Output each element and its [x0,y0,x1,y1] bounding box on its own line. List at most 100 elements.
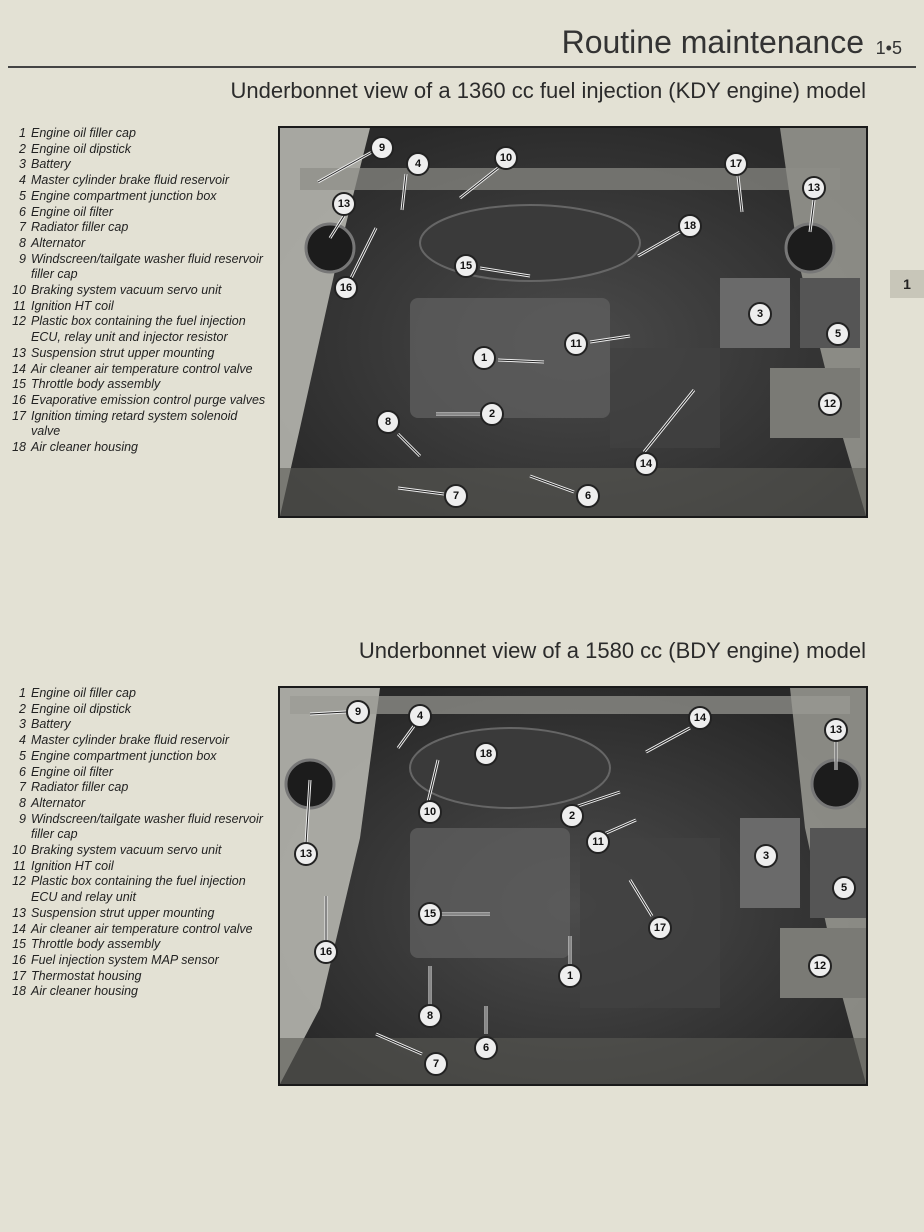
legend-item-number: 17 [12,408,26,423]
svg-text:5: 5 [835,328,841,340]
legend-item-text: Master cylinder brake fluid reservoir [31,173,229,188]
legend-item-number: 15 [12,377,26,392]
callout-marker: 8 [418,1004,442,1028]
svg-text:17: 17 [654,922,666,934]
svg-text:7: 7 [433,1058,439,1070]
legend-item-text: Braking system vacuum servo unit [31,283,222,298]
legend-item-number: 3 [19,157,26,172]
svg-text:9: 9 [379,142,385,154]
legend-item: 1 Engine oil filler cap [4,126,266,142]
legend-item-text: Engine oil filter [31,764,113,779]
legend-item: 3 Battery [4,157,266,173]
callout-marker: 9 [346,700,370,724]
legend-item-number: 11 [13,858,26,873]
callout-marker: 13 [332,192,356,216]
legend-item-number: 5 [19,748,26,763]
callout-marker: 12 [818,392,842,416]
callout-marker: 6 [474,1036,498,1060]
callout-marker: 2 [560,804,584,828]
legend-item-text: Throttle body assembly [31,377,161,392]
legend-item-number: 18 [12,984,26,999]
section-title-bdy: Underbonnet view of a 1580 cc (BDY engin… [358,638,866,663]
legend-item-text: Engine oil filler cap [31,686,136,700]
legend-item-number: 12 [12,314,26,329]
legend-item-number: 1 [19,126,26,140]
legend-item-number: 3 [19,717,26,732]
callout-marker: 7 [444,484,468,508]
svg-text:8: 8 [427,1010,433,1022]
legend-item-number: 1 [19,686,26,700]
legend-item-text: Engine oil filler cap [31,126,136,140]
svg-text:3: 3 [763,850,769,862]
legend-item-number: 13 [12,345,26,360]
legend-item: 15 Throttle body assembly [4,377,266,393]
callout-marker: 13 [824,718,848,742]
svg-text:14: 14 [640,458,653,470]
legend-item-number: 14 [12,921,26,936]
legend-item-number: 9 [19,811,26,826]
legend-item-number: 14 [12,361,26,376]
svg-text:10: 10 [500,152,512,164]
legend-item: 1 Engine oil filler cap [4,686,266,702]
svg-text:18: 18 [480,748,492,760]
legend-item-text: Suspension strut upper mounting [31,905,215,920]
svg-text:5: 5 [841,882,847,894]
callout-marker: 7 [424,1052,448,1076]
legend-item-number: 10 [12,843,26,858]
callout-marker: 16 [334,276,358,300]
svg-text:13: 13 [830,724,842,736]
svg-text:15: 15 [460,260,472,272]
legend-item: 8 Alternator [4,236,266,252]
callout-marker: 17 [724,152,748,176]
callout-marker: 18 [678,214,702,238]
page-title: Routine maintenance [561,24,864,60]
svg-text:13: 13 [300,848,312,860]
legend-item-text: Alternator [31,235,86,250]
legend-item-text: Plastic box containing the fuel injectio… [31,314,246,345]
legend-item-number: 8 [19,235,26,250]
page-number: 1•5 [875,38,902,58]
legend-item-number: 6 [19,764,26,779]
legend-item-number: 5 [19,188,26,203]
callout-marker: 4 [408,704,432,728]
legend-item-number: 16 [12,392,26,407]
legend-item-text: Ignition HT coil [31,858,114,873]
svg-text:8: 8 [385,416,391,428]
legend-item: 11 Ignition HT coil [4,859,266,875]
callout-marker: 3 [748,302,772,326]
callout-marker: 10 [494,146,518,170]
legend-item-text: Battery [31,157,71,172]
legend-item-text: Master cylinder brake fluid reservoir [31,733,229,748]
engine-photo-kdy: 9 4 10 17 13 13 18 15 16 3 5 11 1 2 8 12… [278,126,868,518]
legend-item-number: 7 [19,780,26,795]
callout-marker: 9 [370,136,394,160]
legend-item-number: 18 [12,440,26,455]
svg-text:12: 12 [824,398,836,410]
svg-text:6: 6 [585,490,591,502]
legend-item-number: 16 [12,952,26,967]
svg-text:12: 12 [814,960,826,972]
callout-marker: 15 [418,902,442,926]
legend-item-text: Windscreen/tailgate washer fluid reservo… [31,251,263,282]
callout-marker: 2 [480,402,504,426]
legend-item-text: Engine oil dipstick [31,701,132,716]
engine-photo-bdy: 9 4 14 13 18 10 2 11 13 3 5 15 17 16 12 … [278,686,868,1086]
legend-item-number: 9 [19,251,26,266]
svg-text:2: 2 [569,810,575,822]
